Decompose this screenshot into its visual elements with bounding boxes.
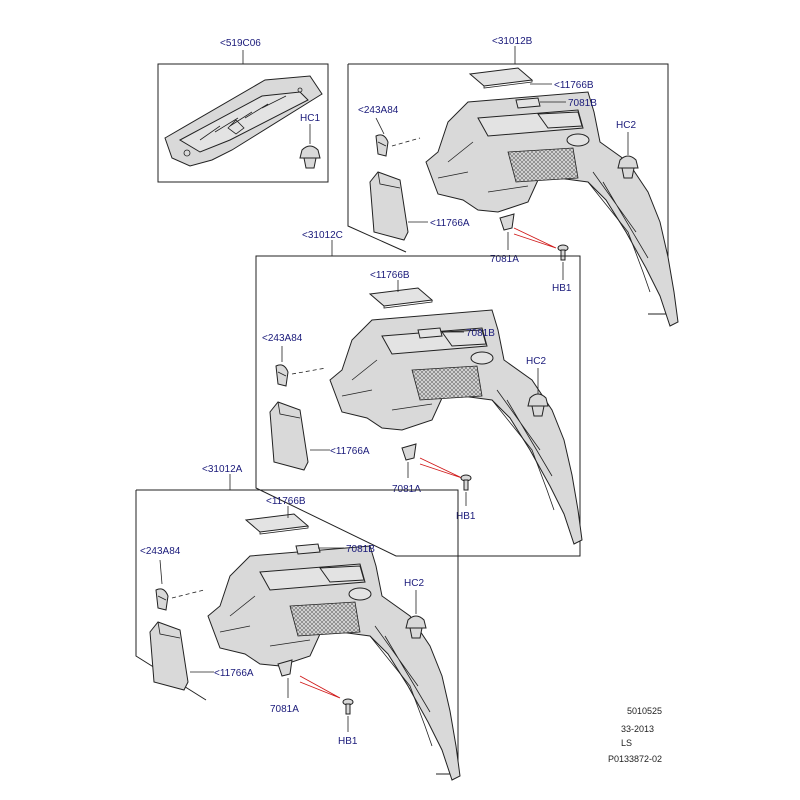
frame-31012b: [347, 46, 669, 315]
label-hb1-a: HB1: [338, 736, 358, 747]
label-hb1-b: HB1: [552, 283, 572, 294]
label-7081a-b: 7081A: [490, 254, 519, 265]
clip-hc1-icon: [299, 145, 321, 169]
cover-side-a-icon: [149, 621, 189, 691]
label-11766b-c: <11766B: [370, 270, 410, 281]
label-243a84-a: <243A84: [140, 546, 181, 557]
label-11766a-b: <11766A: [430, 218, 470, 229]
label-hc1: HC1: [300, 113, 320, 124]
tag-7081b-b-icon: [515, 97, 541, 109]
label-31012a: <31012A: [202, 464, 243, 475]
cover-top-c-icon: [369, 287, 433, 309]
doc-code-4: P0133872-02: [608, 754, 662, 764]
clip-243a84-b-icon: [375, 134, 389, 157]
cover-top-a-icon: [245, 513, 309, 535]
label-hc2-c: HC2: [526, 356, 546, 367]
tag-7081b-a-icon: [295, 543, 321, 555]
cap-7081a-b-icon: [499, 213, 515, 231]
clip-243a84-a-icon: [155, 588, 169, 611]
label-31012b: <31012B: [492, 36, 533, 47]
doc-code-1: 5010525: [627, 706, 662, 716]
bolt-hb1-a-icon: [342, 698, 354, 715]
frame-31012c: [255, 240, 581, 557]
label-7081b-c: 7081B: [466, 328, 495, 339]
label-7081b-a: 7081B: [346, 544, 375, 555]
label-243a84-c: <243A84: [262, 333, 303, 344]
label-hc2-a: HC2: [404, 578, 424, 589]
label-hc2-b: HC2: [616, 120, 636, 131]
tag-7081b-c-icon: [417, 327, 443, 339]
label-31012c: <31012C: [302, 230, 343, 241]
frame-519c06: [157, 50, 329, 183]
label-11766b-b: <11766B: [554, 80, 594, 91]
label-hb1-c: HB1: [456, 511, 476, 522]
trim-assembly-c: [329, 309, 583, 545]
cover-side-b-icon: [369, 171, 409, 241]
label-11766a-c: <11766A: [330, 446, 370, 457]
label-519c06: <519C06: [220, 38, 261, 49]
label-11766b-a: <11766B: [266, 496, 306, 507]
bolt-hb1-b-icon: [557, 244, 569, 261]
cap-7081a-c-icon: [401, 443, 417, 461]
cover-side-c-icon: [269, 401, 309, 471]
label-7081a-a: 7081A: [270, 704, 299, 715]
bolt-hb1-c-icon: [460, 474, 472, 491]
label-243a84-b: <243A84: [358, 105, 399, 116]
doc-code-3: LS: [621, 738, 632, 748]
cover-top-b-icon: [469, 67, 533, 89]
label-7081b-b: 7081B: [568, 98, 597, 109]
doc-code-2: 33-2013: [621, 724, 654, 734]
clip-243a84-c-icon: [275, 364, 289, 387]
label-11766a-a: <11766A: [214, 668, 254, 679]
